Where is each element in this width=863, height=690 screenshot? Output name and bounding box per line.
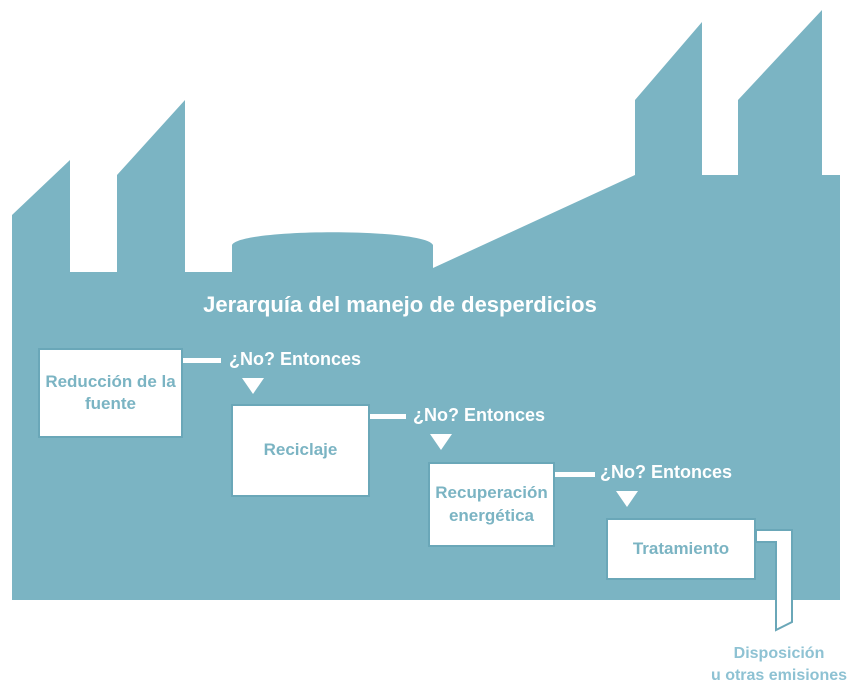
step-box-recycling: Reciclaje	[231, 404, 370, 497]
connector-line	[183, 358, 221, 363]
connector-label: ¿No? Entonces	[413, 405, 546, 425]
step-label: Tratamiento	[632, 538, 730, 558]
down-arrow-icon	[430, 434, 452, 450]
step-box-source-reduction: Reducción de la fuente	[38, 348, 183, 438]
step-label: Reciclaje	[263, 440, 338, 460]
step-label: Recuperación energética	[435, 483, 548, 525]
disposal-line-2: u otras emisiones	[710, 667, 848, 684]
step-label: Reducción de la fuente	[45, 371, 176, 413]
diagram-title: Jerarquía del manejo de desperdicios	[203, 292, 597, 317]
disposal-line-1: Disposición	[733, 645, 825, 662]
connector-line	[555, 472, 595, 477]
connector-line	[370, 414, 406, 419]
step-box-energy-recovery: Recuperación energética	[428, 462, 555, 547]
down-arrow-icon	[616, 491, 638, 507]
down-arrow-icon	[242, 378, 264, 394]
step-box-treatment: Tratamiento	[606, 518, 756, 580]
disposal-label: Disposición u otras emisiones	[690, 643, 863, 687]
connector-label: ¿No? Entonces	[600, 462, 733, 482]
factory-shape	[12, 10, 840, 600]
output-chute	[755, 529, 793, 632]
connector-label: ¿No? Entonces	[229, 349, 362, 369]
